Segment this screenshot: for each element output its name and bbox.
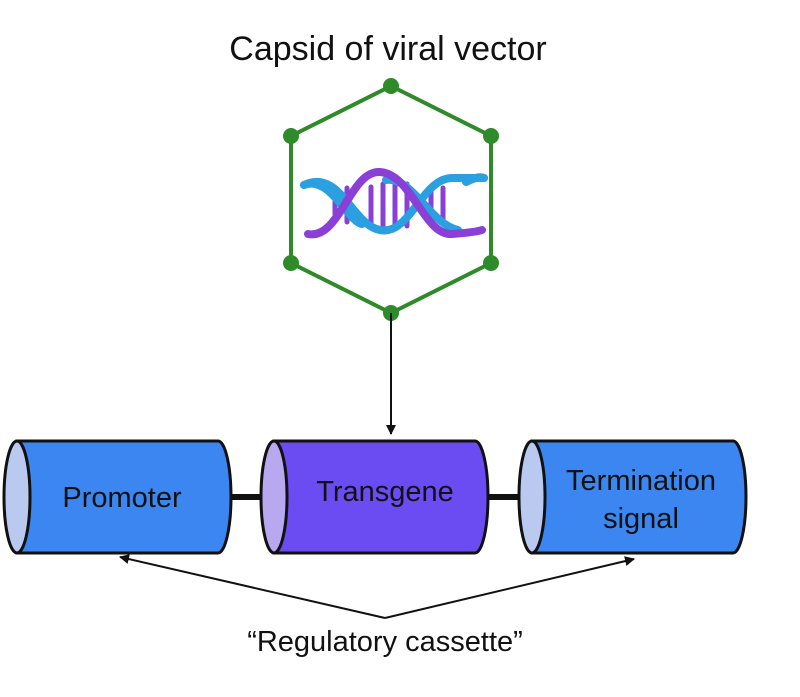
transgene-cylinder (259, 439, 490, 555)
termination-signal-cylinder (517, 439, 748, 555)
capsid-vertex (483, 255, 499, 271)
termination-label-line1: Termination (566, 465, 716, 497)
capsid-hexagon-icon (283, 78, 499, 321)
transgene-label: Transgene (316, 476, 454, 508)
diagram-title: Capsid of viral vector (229, 30, 546, 68)
capsid-vertex (283, 128, 299, 144)
capsid-outline (289, 83, 493, 316)
capsid-vertex (383, 78, 399, 94)
regulatory-arrow-to-promoter (119, 554, 386, 619)
termination-label-line2: signal (603, 503, 679, 535)
regulatory-arrow-to-termination (384, 556, 635, 619)
capsid-vertex (283, 255, 299, 271)
capsid-vertex (483, 128, 499, 144)
dna-double-helix-icon (300, 168, 488, 239)
promoter-cylinder (2, 439, 233, 555)
promoter-label: Promoter (62, 482, 182, 514)
regulatory-cassette-label: “Regulatory cassette” (247, 626, 523, 658)
